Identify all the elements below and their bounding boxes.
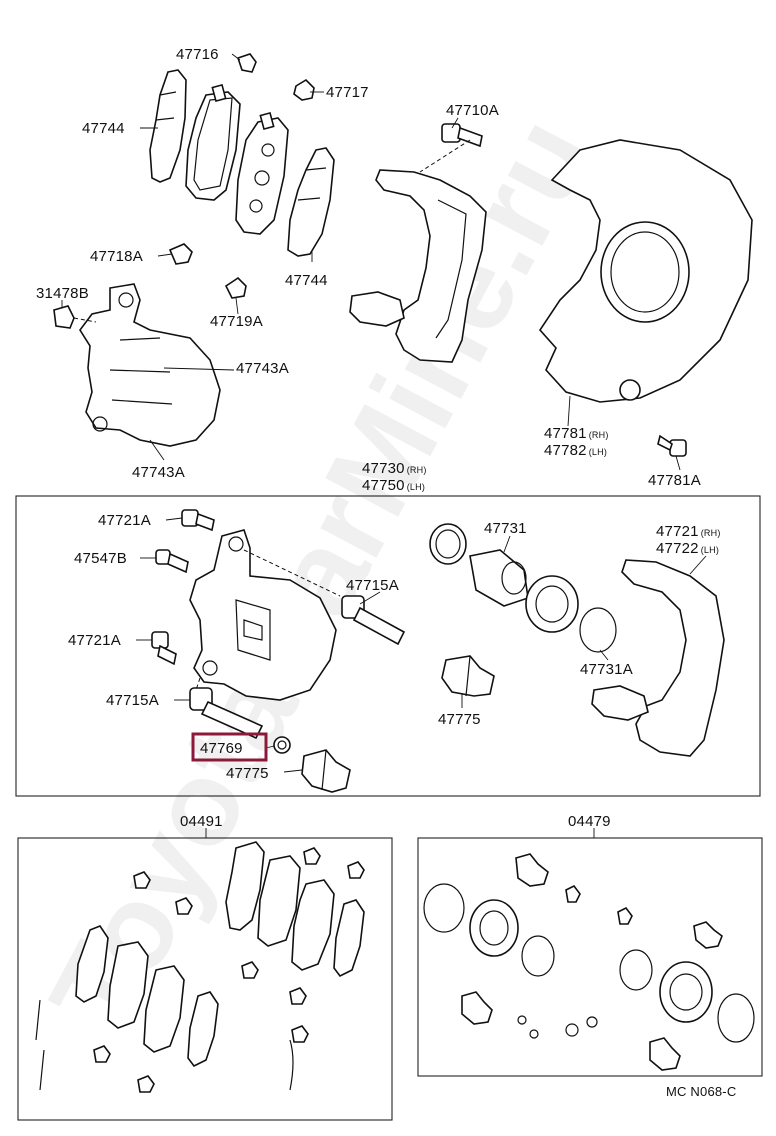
bolt-47721A-lower [151, 631, 177, 666]
pad-clip-47719A [224, 276, 247, 299]
label-47743A-b: 47743A [132, 464, 185, 481]
label-47731: 47731 [484, 520, 527, 537]
labels: 47716 47717 47744 47710A 47718A 47744 31… [36, 46, 736, 1099]
cylinder-boot [429, 523, 467, 565]
label-47781: 47781(RH) [544, 425, 609, 442]
label-04479: 04479 [568, 813, 611, 830]
mounting-bracket-47721 [591, 559, 725, 757]
outer-pad-left [149, 69, 187, 183]
piston-47731 [469, 549, 529, 607]
seal-kit-parts [423, 853, 755, 1071]
label-47717: 47717 [326, 84, 369, 101]
label-47731A: 47731A [580, 661, 633, 678]
bleeder-plug-47547B [155, 549, 189, 574]
pad-kit-pads [75, 841, 365, 1068]
pin-boot-lower [301, 749, 351, 793]
label-47721: 47721(RH) [656, 523, 721, 540]
pad-clip-47716 [236, 53, 257, 73]
slide-pin-lower [189, 687, 264, 740]
label-47775-b: 47775 [438, 711, 481, 728]
label-47782: 47782(LH) [544, 442, 607, 459]
highlight-box-47769 [191, 732, 268, 762]
pad-clip-47717 [293, 78, 315, 101]
label-47769: 47769 [200, 740, 243, 757]
piston-seal-47731A [579, 607, 617, 653]
label-47547B: 47547B [74, 550, 127, 567]
label-47716: 47716 [176, 46, 219, 63]
piston-boot [525, 575, 579, 633]
disc-brake-dust-cover [538, 139, 753, 403]
pin-boot-middle [441, 655, 495, 697]
bolt-47781A [657, 434, 687, 457]
ring-47769 [273, 736, 291, 754]
label-47718A: 47718A [90, 248, 143, 265]
bolt-47721A-upper [181, 509, 215, 532]
pad-clip-47718A [168, 243, 193, 265]
inner-pad-left [185, 83, 241, 201]
caliper-mounting-bracket [349, 169, 487, 363]
label-47719A: 47719A [210, 313, 263, 330]
label-47721A-b: 47721A [68, 632, 121, 649]
pad-kit-clips [35, 847, 365, 1093]
label-47721A-a: 47721A [98, 512, 151, 529]
bolt-47710A [441, 123, 483, 148]
anti-squeal-shim [235, 111, 289, 235]
caliper-assembly-box [15, 495, 761, 797]
label-47744-top: 47744 [82, 120, 125, 137]
label-31478B: 31478B [36, 285, 89, 302]
label-04491: 04491 [180, 813, 223, 830]
leader-lines [61, 53, 707, 838]
label-47775-a: 47775 [226, 765, 269, 782]
label-47730: 47730(RH) [362, 460, 427, 477]
caliper-body [189, 529, 337, 701]
label-47750: 47750(LH) [362, 477, 425, 494]
slide-pin-upper [341, 595, 406, 646]
label-47710A: 47710A [446, 102, 499, 119]
seal-kit-box [417, 837, 763, 1077]
label-47744-mid: 47744 [285, 272, 328, 289]
label-47715A-a: 47715A [346, 577, 399, 594]
bleeder-cap-31478B [53, 305, 75, 329]
caliper-cylinder [79, 283, 221, 447]
label-47743A-a: 47743A [236, 360, 289, 377]
label-47781A: 47781A [648, 472, 701, 489]
pad-kit-box [17, 837, 393, 1121]
label-47722: 47722(LH) [656, 540, 719, 557]
drawing-code: MC N068-C [666, 1084, 736, 1099]
label-47715A-b: 47715A [106, 692, 159, 709]
outer-pad-right [287, 147, 335, 257]
